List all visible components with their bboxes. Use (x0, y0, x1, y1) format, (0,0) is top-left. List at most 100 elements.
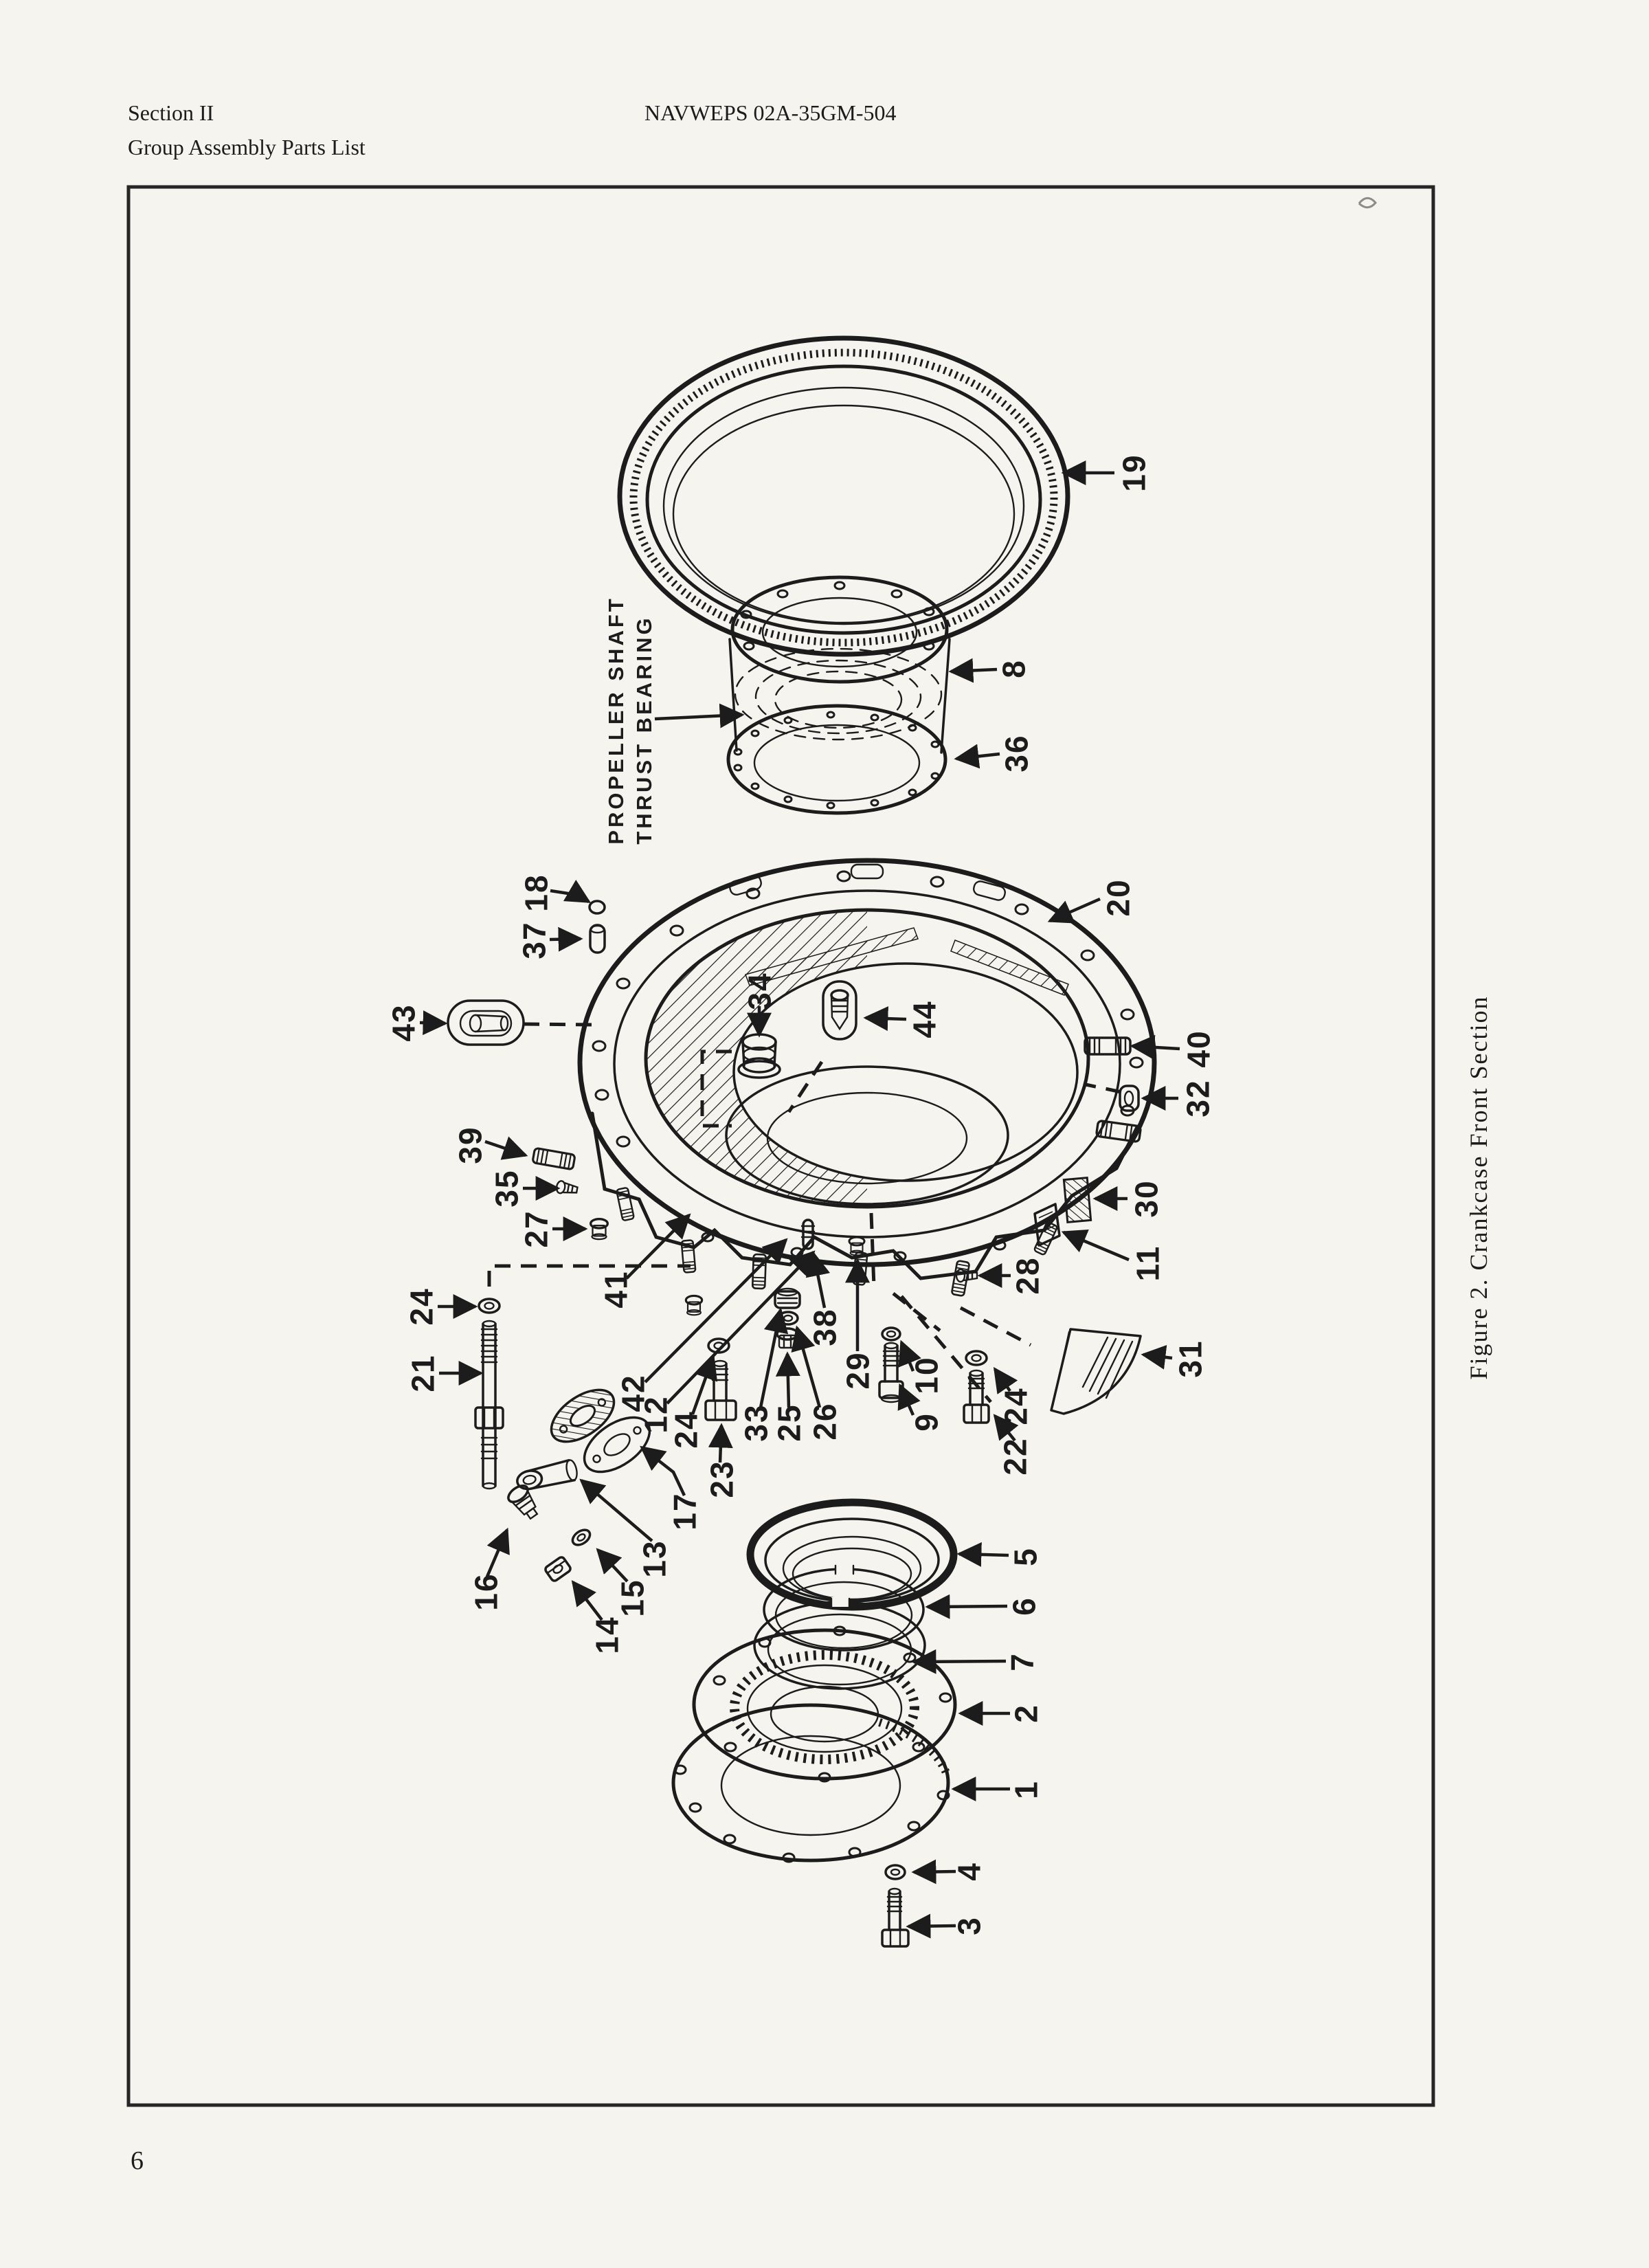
leader-line-5-37 (549, 926, 583, 952)
callout-number-37-7: 7 (1005, 1652, 1040, 1671)
nut-25-sketch (776, 1327, 799, 1349)
bolt-3-sketch (881, 1887, 910, 1948)
leader-line-36-6 (925, 1594, 1008, 1619)
construction-dashed-line-5 (900, 1295, 992, 1403)
callout-number-14-41: 41 (598, 1270, 634, 1308)
elbow-13-sketch (516, 1458, 578, 1491)
callout-number-27-24: 24 (669, 1410, 704, 1448)
bearing-liner-2-sketch (692, 1625, 957, 1783)
stud-21-sketch (474, 1320, 504, 1490)
callout-number-12-35: 35 (489, 1169, 525, 1207)
leader-line-44-15 (596, 1548, 629, 1583)
leader-line-40-4 (911, 1859, 956, 1885)
callout-layer: 1983620183743344440323935274124214212173… (386, 454, 1217, 1939)
nut-33-sketch (774, 1287, 801, 1309)
callout-number-3-20: 20 (1101, 878, 1136, 916)
figure-border (126, 185, 1435, 2107)
leader-line-18-12 (666, 1250, 816, 1405)
leader-line-11-39 (484, 1136, 528, 1160)
retaining-ring-19-sketch (617, 335, 1070, 657)
callout-number-10-32: 32 (1180, 1079, 1216, 1117)
callout-number-18-12: 12 (638, 1395, 674, 1433)
callout-number-44-15: 15 (615, 1579, 651, 1616)
callout-number-16-21: 21 (405, 1354, 441, 1392)
callout-number-39-1: 1 (1009, 1780, 1044, 1799)
callout-number-45-14: 14 (590, 1616, 625, 1654)
snap-ring-6-sketch (763, 1564, 925, 1652)
callout-number-19-17: 17 (667, 1492, 703, 1530)
gasket-17b-sketch (583, 1416, 651, 1474)
bolt-9-sketch (878, 1342, 904, 1403)
nameplate-11-sketch (1033, 1203, 1061, 1247)
callout-number-17-42: 42 (616, 1374, 651, 1412)
callout-number-0-19: 19 (1117, 454, 1152, 491)
stud-38-target-sketch (800, 1219, 816, 1250)
callout-number-33-11: 11 (1130, 1245, 1166, 1282)
leader-line-27-24 (691, 1354, 718, 1415)
callout-number-28-23: 23 (704, 1460, 740, 1498)
pin-37-sketch (589, 924, 606, 954)
callout-number-6-43: 43 (386, 1003, 422, 1041)
construction-dashed-line-0 (523, 1022, 596, 1027)
grommet-32-sketch (1119, 1085, 1140, 1112)
stud-39-sketch (531, 1146, 576, 1171)
callout-number-31-28: 28 (1010, 1256, 1046, 1294)
leader-line-9-40 (1130, 1034, 1180, 1060)
oring-18-sketch (588, 900, 606, 915)
callout-number-35-5: 5 (1008, 1547, 1044, 1566)
plug-29-target-sketch (848, 1236, 866, 1256)
washer-4-sketch (884, 1864, 906, 1880)
construction-dashed-line-8 (787, 1060, 824, 1113)
callout-number-5-37: 37 (517, 921, 552, 959)
page-number: 6 (131, 2146, 144, 2175)
leader-line-26-9 (897, 1383, 921, 1416)
leader-line-33-11 (1061, 1229, 1130, 1262)
leader-line-20-33 (759, 1307, 789, 1408)
washer-15-sketch (571, 1528, 592, 1546)
callout-number-36-6: 6 (1007, 1597, 1042, 1616)
callout-number-1-8: 8 (996, 659, 1032, 678)
callout-number-25-10: 10 (909, 1356, 945, 1394)
leader-line-19-17 (640, 1445, 686, 1496)
callout-number-30-22: 22 (998, 1437, 1033, 1475)
construction-dashed-line-2 (700, 1049, 732, 1128)
leader-line-25-10 (898, 1339, 921, 1372)
washer-24c-sketch (965, 1350, 988, 1366)
callout-number-38-2: 2 (1009, 1704, 1044, 1723)
washer-26-sketch (777, 1311, 799, 1326)
leader-line-17-42 (644, 1238, 788, 1383)
section-title: Section II (128, 100, 214, 125)
leader-line-42-16 (485, 1527, 510, 1577)
construction-dashed-line-4 (959, 1306, 1032, 1347)
leader-line-37-7 (911, 1649, 1007, 1674)
leader-line-2-36 (954, 744, 1000, 769)
callout-number-29-24: 24 (998, 1387, 1034, 1425)
cover-43-sketch (447, 999, 525, 1046)
leader-line-4-18 (550, 880, 592, 903)
callout-number-9-40: 40 (1181, 1030, 1217, 1067)
callout-number-21-25: 25 (772, 1403, 807, 1441)
leader-line-35-5 (956, 1542, 1009, 1567)
leader-line-14-41 (625, 1213, 691, 1280)
washer-10-sketch (881, 1326, 901, 1342)
callout-number-4-18: 18 (519, 874, 554, 911)
callout-number-15-24: 24 (404, 1287, 440, 1325)
plug-27-sketch (589, 1218, 609, 1241)
oil-seal-ring-5-sketch (746, 1498, 958, 1611)
callout-number-22-26: 26 (807, 1402, 843, 1440)
construction-dashed-line-1 (487, 1264, 691, 1287)
callout-number-13-27: 27 (519, 1210, 554, 1247)
callout-number-26-9: 9 (909, 1412, 945, 1432)
leader-line-34-31 (1141, 1344, 1173, 1370)
bushing-34-sketch (737, 1033, 781, 1079)
nut-14-sketch (544, 1556, 572, 1582)
construction-dashed-line-3 (1085, 1082, 1122, 1094)
callout-number-42-16: 16 (469, 1572, 504, 1610)
construction-dashed-line-6 (869, 1212, 876, 1287)
gasket-17a-sketch (550, 1388, 616, 1443)
deflector-31-sketch (1050, 1328, 1142, 1415)
plate-30-sketch (1062, 1177, 1092, 1223)
doc-number: NAVWEPS 02A-35GM-504 (644, 100, 897, 125)
